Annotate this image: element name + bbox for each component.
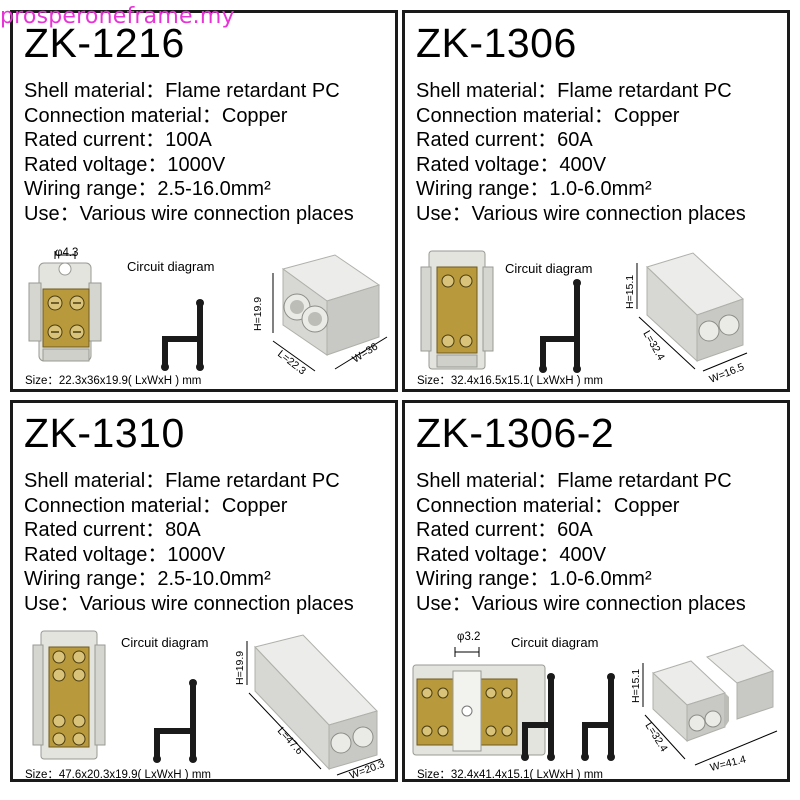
circuit-diagram-label: Circuit diagram — [505, 261, 593, 276]
spec-list: Shell material：Flame retardant PC Connec… — [24, 79, 354, 227]
spec-shell-material: Shell material：Flame retardant PC — [416, 470, 732, 492]
terminal-block-top-view — [28, 251, 102, 362]
panel-zk-1310: ZK-1310 Shell material：Flame retardant P… — [10, 400, 398, 782]
spec-wiring-range: Wiring range：2.5-10.0mm² — [24, 568, 271, 591]
spec-wiring-range: Wiring range：2.5-16.0mm² — [24, 178, 271, 201]
spec-rated-current: Rated current：60A — [416, 519, 593, 542]
circuit-symbol — [154, 680, 196, 760]
spec-shell-material: Shell material：Flame retardant PC — [416, 80, 732, 102]
product-render-3d — [642, 644, 778, 766]
spec-connection-material: Connection material：Copper — [24, 104, 288, 127]
hole-diameter-label: φ4.3 — [55, 247, 79, 259]
model-title: ZK-1306 — [416, 20, 577, 66]
spec-rated-voltage: Rated voltage：400V — [416, 153, 607, 176]
spec-connection-material: Connection material：Copper — [416, 104, 680, 127]
size-caption: Size：22.3x36x19.9( LxWxH ) mm — [25, 375, 202, 387]
terminal-block-top-view — [32, 630, 106, 760]
product-figure: Circuit diagram H=19.9 L=47.6 W=20.3 Siz… — [15, 627, 395, 779]
spec-use: Use：Various wire connection places — [416, 202, 746, 225]
product-render-3d — [246, 634, 382, 776]
spec-shell-material: Shell material：Flame retardant PC — [24, 80, 340, 102]
spec-rated-current: Rated current：100A — [24, 129, 212, 152]
spec-list: Shell material：Flame retardant PC Connec… — [416, 469, 746, 617]
spec-connection-material: Connection material：Copper — [24, 494, 288, 517]
model-title: ZK-1306-2 — [416, 410, 615, 456]
product-render-3d — [636, 252, 748, 372]
spec-use: Use：Various wire connection places — [416, 592, 746, 615]
product-render-3d — [272, 254, 388, 372]
spec-use: Use：Various wire connection places — [24, 202, 354, 225]
circuit-symbol — [540, 280, 580, 370]
circuit-diagram-label: Circuit diagram — [121, 635, 209, 650]
product-figure: φ4.3 Circuit diagram H=19.9 L=22.3 W=36 … — [15, 237, 395, 389]
spec-connection-material: Connection material：Copper — [416, 494, 680, 517]
circuit-diagram-label: Circuit diagram — [511, 635, 599, 650]
spec-use: Use：Various wire connection places — [24, 592, 354, 615]
size-caption: Size：32.4x41.4x15.1( LxWxH ) mm — [417, 769, 603, 781]
spec-rated-current: Rated current：80A — [24, 519, 201, 542]
panel-zk-1306-2: ZK-1306-2 Shell material：Flame retardant… — [402, 400, 790, 782]
hole-diameter-label: φ3.2 — [457, 631, 481, 643]
terminal-block-top-view — [420, 250, 494, 370]
panel-zk-1306: ZK-1306 Shell material：Flame retardant P… — [402, 10, 790, 392]
product-figure: Circuit diagram H=15.1 L=32.4 W=16.5 Siz… — [407, 237, 787, 389]
spec-wiring-range: Wiring range：1.0-6.0mm² — [416, 568, 652, 591]
circuit-symbol — [162, 300, 203, 368]
spec-list: Shell material：Flame retardant PC Connec… — [24, 469, 354, 617]
spec-rated-voltage: Rated voltage：400V — [416, 543, 607, 566]
model-title: ZK-1216 — [24, 20, 185, 66]
spec-wiring-range: Wiring range：1.0-6.0mm² — [416, 178, 652, 201]
size-caption: Size：32.4x16.5x15.1( LxWxH ) mm — [417, 375, 603, 387]
spec-rated-voltage: Rated voltage：1000V — [24, 153, 226, 176]
circuit-diagram-label: Circuit diagram — [127, 259, 215, 274]
spec-rated-voltage: Rated voltage：1000V — [24, 543, 226, 566]
spec-shell-material: Shell material：Flame retardant PC — [24, 470, 340, 492]
circuit-symbol — [522, 674, 614, 758]
terminal-block-top-view — [412, 647, 546, 756]
size-caption: Size：47.6x20.3x19.9( LxWxH ) mm — [25, 769, 211, 781]
model-title: ZK-1310 — [24, 410, 185, 456]
spec-list: Shell material：Flame retardant PC Connec… — [416, 79, 746, 227]
spec-rated-current: Rated current：60A — [416, 129, 593, 152]
panel-zk-1216: ZK-1216 Shell material：Flame retardant P… — [10, 10, 398, 392]
product-figure: φ3.2 Circuit diagram H=15.1 L=32.4 W=41.… — [407, 627, 787, 779]
